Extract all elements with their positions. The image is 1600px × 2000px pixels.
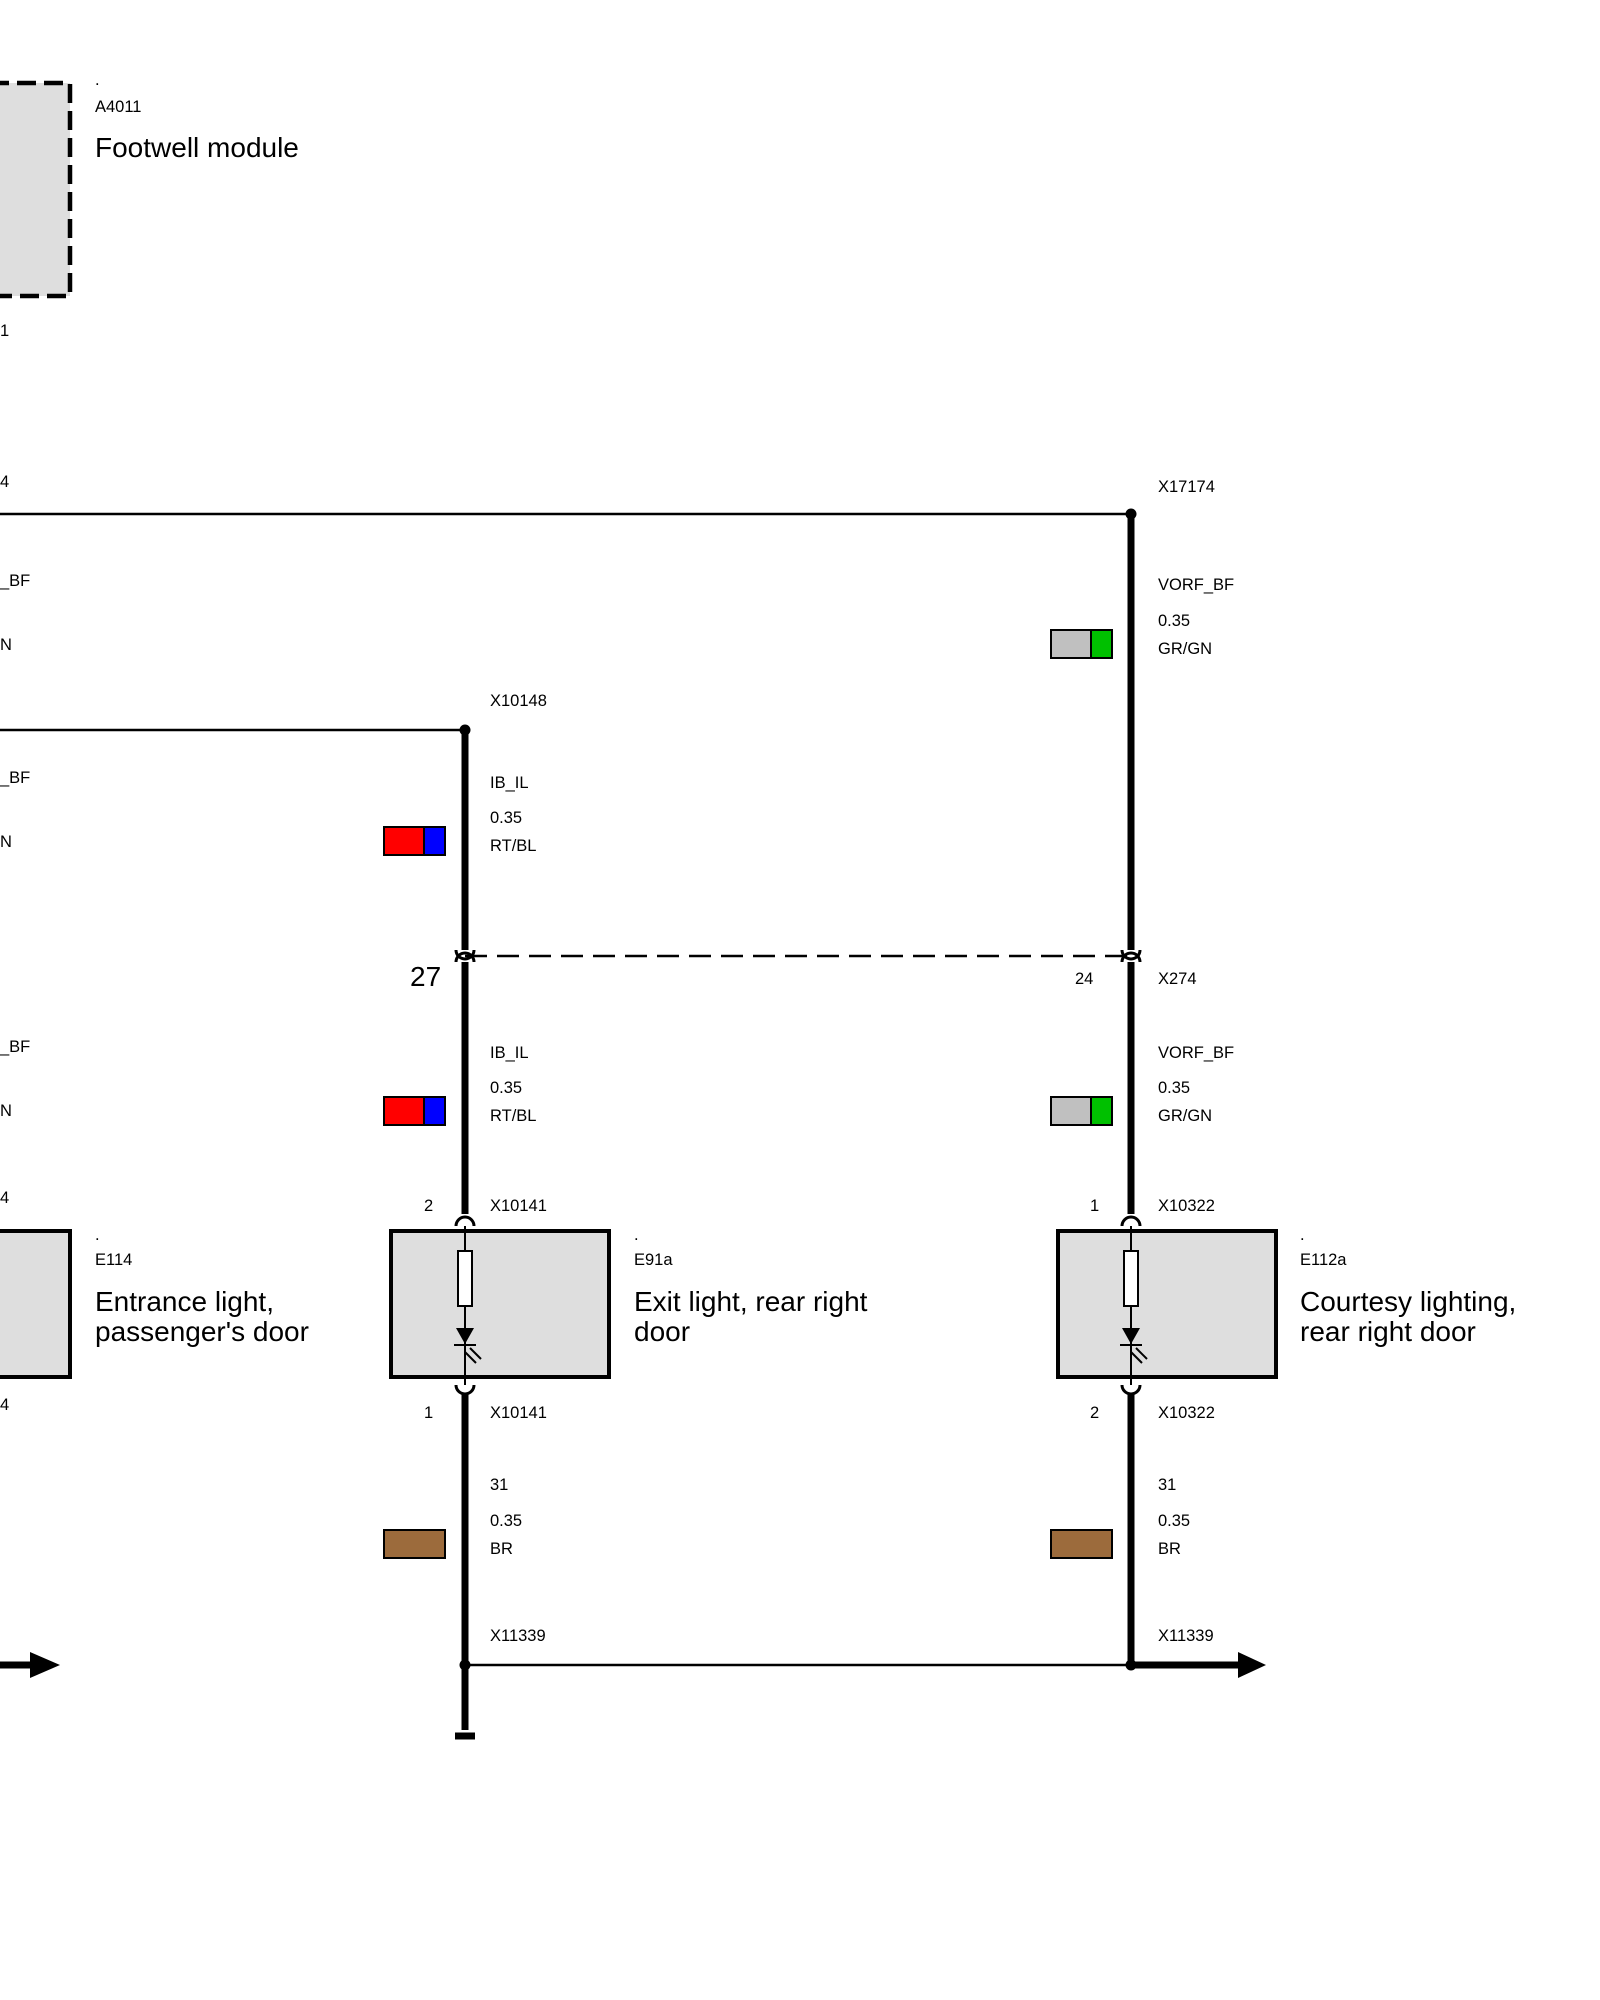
entrance-light-box — [0, 1229, 72, 1379]
color-code-label: GR/GN — [1158, 640, 1212, 658]
component-id: E114 — [95, 1251, 132, 1269]
left-color-3: N — [0, 1102, 12, 1120]
left-pin-top: 4 — [0, 1189, 9, 1207]
pin-number: 2 — [1090, 1404, 1099, 1422]
junction-dot — [459, 724, 471, 736]
connector-pin-arc — [1120, 1215, 1142, 1227]
connector-label: X17174 — [1158, 478, 1215, 496]
wire-color-swatch-gr-gn — [1050, 629, 1113, 659]
connector-label: X10141 — [490, 1197, 547, 1215]
component-name-line2: rear right door — [1300, 1316, 1476, 1347]
junction-dot — [459, 1659, 471, 1671]
connector-pin-arc — [454, 1215, 476, 1227]
color-code-label: GR/GN — [1158, 1107, 1212, 1125]
wire-mid-vertical — [455, 730, 475, 1740]
junction-dot — [1125, 1659, 1137, 1671]
connector-label: X11339 — [490, 1627, 546, 1645]
footwell-module-id: A4011 — [95, 98, 142, 116]
signal-label: IB_IL — [490, 1044, 529, 1062]
resistor-icon — [457, 1250, 473, 1307]
connector-pin-arc — [454, 951, 476, 963]
gauge-label: 0.35 — [490, 1512, 522, 1530]
connector-pin-arc — [454, 1384, 476, 1396]
connector-label: X10322 — [1158, 1197, 1215, 1215]
left-pin-bottom: 4 — [0, 1396, 9, 1414]
component-name-line2: passenger's door — [95, 1316, 309, 1347]
pin-number: 2 — [424, 1197, 433, 1215]
exit-light-box — [389, 1226, 611, 1385]
component-dot: . — [1300, 1226, 1305, 1244]
footwell-module-name: Footwell module — [95, 132, 299, 163]
wire-right-vertical — [1127, 514, 1245, 1669]
connector-label: X10141 — [490, 1404, 547, 1422]
footwell-module-pin-cut: 1 — [0, 322, 9, 340]
wire-color-swatch-gr-gn — [1050, 1096, 1113, 1126]
color-code-label: RT/BL — [490, 837, 536, 855]
connector-pin-arc — [1120, 949, 1142, 961]
signal-label: 31 — [1158, 1476, 1176, 1494]
left-signal-2: _BF — [0, 769, 30, 787]
left-color-1: N — [0, 636, 12, 654]
courtesy-light-box — [1056, 1226, 1278, 1385]
component-id: E112a — [1300, 1251, 1347, 1269]
signal-label: IB_IL — [490, 774, 529, 792]
connector-label: X11339 — [1158, 1627, 1214, 1645]
component-dot: . — [634, 1226, 639, 1244]
gauge-label: 0.35 — [1158, 1079, 1190, 1097]
junction-dot — [1125, 508, 1137, 520]
gauge-label: 0.35 — [1158, 612, 1190, 630]
left-cut-labels: 4 _BF N _BF N _BF N 4 4 — [0, 473, 30, 1414]
gauge-label: 0.35 — [490, 1079, 522, 1097]
footwell-module-dot: . — [95, 71, 100, 89]
connector-pin-arc — [1120, 951, 1142, 963]
left-conn-top: 4 — [0, 473, 9, 491]
footwell-module: . A4011 Footwell module 1 — [0, 71, 299, 340]
footwell-module-box — [0, 80, 73, 299]
wire-color-swatch-rt-bl — [383, 826, 446, 856]
connector-pin-arc — [454, 949, 476, 961]
connector-label: X274 — [1158, 970, 1197, 988]
pin-number: 27 — [410, 961, 441, 992]
left-signal-3: _BF — [0, 1038, 30, 1056]
wire-color-swatch-br — [1050, 1529, 1113, 1559]
signal-label: VORF_BF — [1158, 1044, 1234, 1062]
left-color-2: N — [0, 833, 12, 851]
wire-color-swatch-br — [383, 1529, 446, 1559]
pin-number: 1 — [1090, 1197, 1099, 1215]
color-code-label: BR — [1158, 1540, 1181, 1558]
arrow-right-icon — [1238, 1652, 1266, 1678]
component-name-line2: door — [634, 1316, 690, 1347]
component-name-line1: Courtesy lighting, — [1300, 1286, 1516, 1317]
wire-color-swatch-rt-bl — [383, 1096, 446, 1126]
signal-label: VORF_BF — [1158, 576, 1234, 594]
connector-pin-arc — [1120, 1384, 1142, 1396]
color-code-label: BR — [490, 1540, 513, 1558]
arrow-right-icon — [30, 1652, 60, 1678]
connector-label: X10148 — [490, 692, 547, 710]
led-icon — [456, 1328, 474, 1344]
pin-number: 24 — [1075, 970, 1093, 988]
component-id: E91a — [634, 1251, 673, 1269]
connector-label: X10322 — [1158, 1404, 1215, 1422]
component-dot: . — [95, 1226, 100, 1244]
led-icon — [1122, 1328, 1140, 1344]
signal-label: 31 — [490, 1476, 508, 1494]
component-name-line1: Entrance light, — [95, 1286, 274, 1317]
component-name-line1: Exit light, rear right — [634, 1286, 868, 1317]
left-signal-1: _BF — [0, 572, 30, 590]
gauge-label: 0.35 — [490, 809, 522, 827]
pin-number: 1 — [424, 1404, 433, 1422]
resistor-icon — [1123, 1250, 1139, 1307]
color-code-label: RT/BL — [490, 1107, 536, 1125]
gauge-label: 0.35 — [1158, 1512, 1190, 1530]
